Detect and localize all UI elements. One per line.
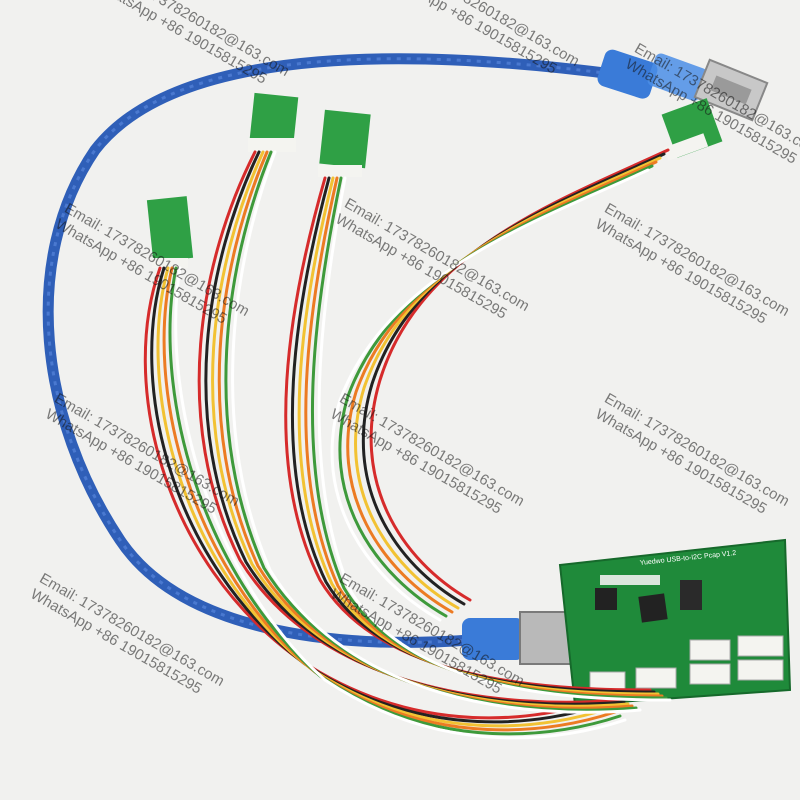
sensor-board-2 (248, 92, 299, 152)
sensor-board-4 (661, 98, 723, 161)
sensor-board-3 (318, 109, 371, 177)
adapter-pcb: Yuedwo USB-to-I2C Pcap V1.2 (558, 538, 792, 707)
wire-harness-2 (197, 150, 642, 714)
wire-harness-4 (330, 148, 670, 622)
usb-a-plug (597, 49, 769, 122)
wire-harness-3 (284, 176, 672, 702)
wire-harness-1 (143, 266, 627, 740)
sensor-board-1 (146, 196, 194, 268)
usb-b-plug (462, 611, 581, 665)
